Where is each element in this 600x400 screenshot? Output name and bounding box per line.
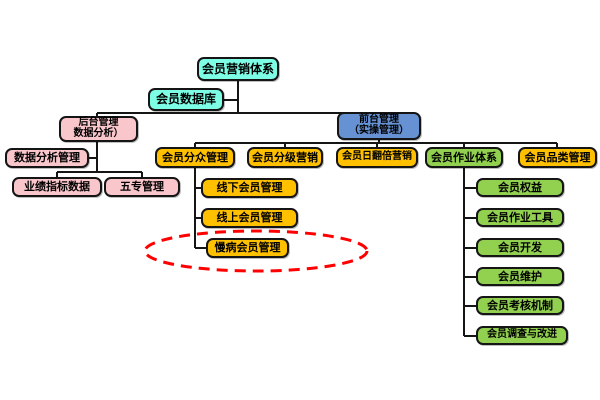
node-online-member-management: 线上会员管理 [201, 208, 298, 228]
node-member-maintenance: 会员维护 [476, 267, 564, 286]
node-member-assessment-mechanism: 会员考核机制 [476, 296, 564, 315]
node-chronic-disease-member-management: 慢病会员管理 [206, 238, 289, 258]
node-backend-management: 后台管理 数据分析） [59, 116, 138, 142]
backend-line1: 后台管理 [78, 117, 119, 129]
node-member-segmentation-management: 会员分众管理 [155, 147, 235, 168]
node-member-tier-marketing: 会员分级营销 [247, 147, 323, 168]
node-data-analysis-management: 数据分析管理 [5, 148, 89, 168]
node-member-day-doubling-marketing: 会员日翻倍营销 [336, 147, 418, 168]
frontend-line2: （实操管理） [349, 125, 409, 136]
node-member-category-management: 会员品类管理 [518, 147, 597, 168]
node-member-survey-improvement: 会员调查与改进 [476, 326, 568, 345]
node-member-operation-system: 会员作业体系 [425, 147, 503, 168]
backend-line2: 数据分析） [73, 128, 124, 139]
node-performance-indicator-data: 业绩指标数据 [12, 177, 102, 197]
frontend-line1: 前台管理 [359, 114, 399, 126]
node-member-rights: 会员权益 [476, 178, 564, 197]
node-member-development: 会员开发 [476, 238, 564, 257]
node-member-operation-tools: 会员作业工具 [476, 208, 564, 227]
node-member-database: 会员数据库 [148, 88, 224, 111]
node-five-special-management: 五专管理 [104, 177, 180, 197]
node-offline-member-management: 线下会员管理 [201, 178, 298, 198]
node-member-marketing-system: 会员营销体系 [197, 57, 279, 81]
node-frontend-management: 前台管理 （实操管理） [337, 112, 421, 140]
highlight-ellipse [143, 229, 369, 273]
